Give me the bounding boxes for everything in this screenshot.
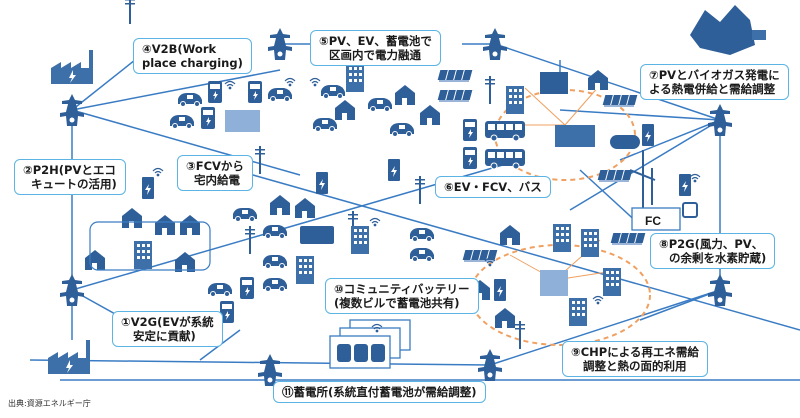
wifi-icon	[369, 217, 381, 227]
ev-car-icon	[409, 247, 435, 262]
battery-icon	[300, 226, 334, 244]
label-p2h: ②P2H(PVとエコ キュートの活用)	[14, 159, 126, 195]
battery-icon	[316, 172, 328, 194]
transmission-tower-icon	[708, 274, 732, 306]
charging-station-icon	[463, 119, 477, 141]
ev-car-icon	[320, 84, 346, 99]
house-icon	[295, 198, 315, 218]
hospital-icon	[569, 298, 587, 326]
fc-label: FC	[645, 214, 661, 228]
label-v2b: ④V2B(Work place charging)	[133, 38, 252, 74]
solar-panel-icon	[437, 89, 473, 103]
label-storage-station: ⑪蓄電所(系統直付蓄電池が需給調整)	[273, 381, 486, 403]
solar-panel-icon	[437, 69, 473, 83]
mountain-icon	[690, 5, 755, 55]
ev-car-icon	[169, 114, 195, 129]
storage-station-icon	[329, 319, 411, 369]
bus-icon	[484, 120, 526, 142]
label-p2g: ⑧P2G(風力、PV、 の余剰を水素貯蔵)	[650, 233, 776, 269]
building-icon	[540, 72, 568, 94]
label-fcv: ③FCVから 宅内給電	[177, 155, 253, 191]
house-icon	[588, 70, 608, 90]
building-icon	[346, 64, 364, 92]
building-icon	[134, 241, 152, 269]
factory-icon	[225, 110, 260, 132]
charging-station-icon	[208, 81, 222, 103]
wind-turbine-icon	[629, 150, 656, 210]
transmission-tower-icon	[60, 274, 84, 306]
battery-icon	[494, 279, 506, 301]
solar-panel-icon	[602, 94, 638, 108]
bus-icon	[484, 148, 526, 170]
charging-station-icon	[240, 277, 254, 299]
battery-icon	[388, 159, 400, 181]
charging-station-icon	[248, 81, 262, 103]
charging-station-icon	[463, 147, 477, 169]
house-icon	[420, 105, 440, 125]
house-icon	[122, 208, 142, 228]
solar-panel-icon	[462, 249, 498, 263]
factory-icon	[540, 270, 568, 296]
ev-car-icon	[409, 227, 435, 242]
house-icon	[180, 215, 200, 235]
building-icon	[553, 224, 571, 252]
building-icon	[603, 268, 621, 296]
label-chp: ⑨CHPによる再エネ需給 調整と熱の面的利用	[562, 341, 708, 377]
house-icon	[500, 225, 520, 245]
utility-pole-icon	[255, 146, 265, 174]
ev-car-icon	[262, 254, 288, 269]
hydrogen-tank-icon	[682, 202, 698, 218]
ev-car-icon	[177, 92, 203, 107]
wifi-icon	[284, 77, 296, 87]
building-icon	[296, 256, 314, 284]
label-pv-ev: ⑤PV、EV、蓄電池で 区画内で電力融通	[310, 30, 441, 66]
label-biogas: ⑦PVとバイオガス発電に よる熱電併給と需給調整	[640, 64, 789, 100]
transmission-tower-icon	[60, 94, 84, 126]
house-icon	[495, 308, 515, 328]
house-icon	[270, 195, 290, 215]
power-plant-icon	[51, 50, 93, 84]
utility-pole-icon	[125, 0, 135, 24]
ev-car-icon	[262, 277, 288, 292]
factory-icon	[752, 30, 766, 40]
label-ev-fcv-bus: ⑥EV・FCV、バス	[435, 176, 551, 198]
wifi-icon	[224, 80, 236, 90]
wifi-icon	[592, 295, 604, 305]
label-community-battery: ⑩コミュニティバッテリー (複数ビルで蓄電池共有)	[325, 278, 479, 314]
charging-station-icon	[201, 107, 215, 129]
battery-icon	[679, 174, 691, 196]
fc-unit	[631, 207, 681, 231]
wifi-icon	[689, 173, 701, 183]
battery-icon	[642, 124, 654, 146]
source-credit: 出典:資源エネルギー庁	[8, 399, 91, 408]
ev-car-icon	[262, 224, 288, 239]
building-icon	[506, 86, 524, 114]
heat-plant-icon	[555, 125, 595, 147]
power-plant-icon	[48, 340, 90, 374]
ev-car-icon	[232, 207, 258, 222]
ev-car-icon	[267, 87, 293, 102]
house-icon	[85, 250, 105, 270]
house-icon	[335, 100, 355, 120]
ev-car-icon	[207, 282, 233, 297]
building-icon	[581, 229, 599, 257]
ev-car-icon	[312, 117, 338, 132]
utility-pole-icon	[485, 76, 495, 104]
house-icon	[155, 215, 175, 235]
solar-panel-icon	[597, 169, 633, 183]
building-icon	[351, 226, 369, 254]
battery-icon	[142, 177, 154, 199]
biogas-tank-icon	[610, 135, 640, 149]
house-icon	[395, 85, 415, 105]
label-v2g: ①V2G(EVが系統 安定に貢献)	[112, 311, 223, 347]
wifi-icon	[152, 167, 164, 177]
utility-pole-icon	[515, 321, 525, 349]
ev-car-icon	[389, 122, 415, 137]
wifi-icon	[309, 77, 321, 87]
solar-panel-icon	[610, 232, 646, 246]
ev-car-icon	[367, 97, 393, 112]
